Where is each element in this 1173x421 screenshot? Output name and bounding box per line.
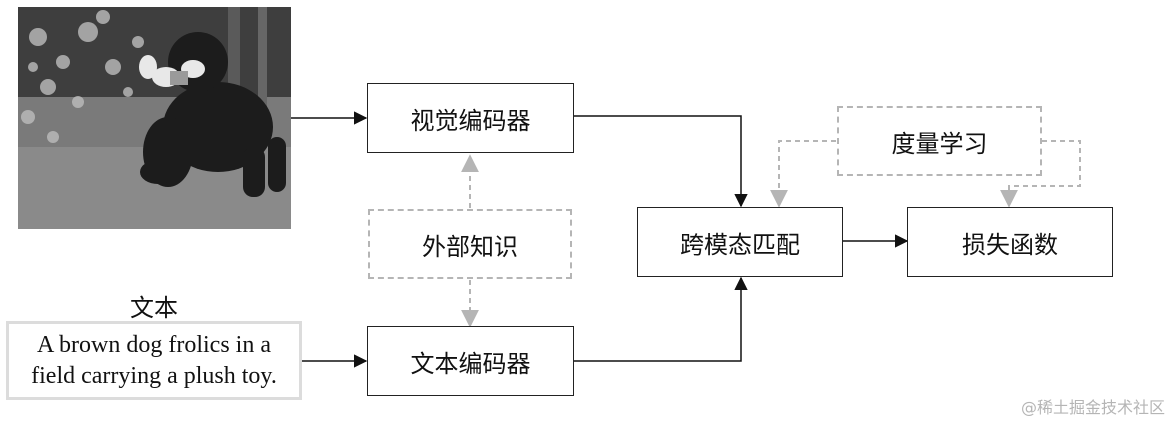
visual-encoder-box: 视觉编码器 [367, 83, 574, 153]
visual-encoder-label: 视觉编码器 [410, 106, 531, 135]
cross-modal-matching-box: 跨模态匹配 [637, 207, 843, 277]
watermark: @稀土掘金技术社区 [1020, 398, 1165, 417]
external-knowledge-box: 外部知识 [368, 209, 572, 279]
metric-learning-label: 度量学习 [891, 129, 988, 158]
arrow-metric-to-matching [770, 140, 836, 208]
arrow-metric-to-loss [1000, 140, 1081, 208]
text-encoder-box: 文本编码器 [367, 326, 574, 396]
text-input-caption: A brown dog frolics in a field carrying … [6, 321, 302, 400]
cross-modal-matching-label: 跨模态匹配 [680, 230, 800, 259]
arrow-visual-encoder-to-matching [574, 115, 748, 208]
loss-function-box: 损失函数 [907, 207, 1113, 277]
caption-line-2: field carrying a plush toy. [31, 362, 277, 389]
metric-learning-box: 度量学习 [837, 106, 1042, 176]
loss-function-label: 损失函数 [962, 230, 1058, 259]
text-encoder-label: 文本编码器 [410, 349, 531, 378]
external-knowledge-label: 外部知识 [422, 232, 518, 261]
caption-line-1: A brown dog frolics in a [37, 331, 271, 358]
text-input-label: 文本 [130, 294, 178, 322]
input-image-dog [18, 7, 291, 229]
arrow-text-encoder-to-matching [574, 276, 748, 362]
